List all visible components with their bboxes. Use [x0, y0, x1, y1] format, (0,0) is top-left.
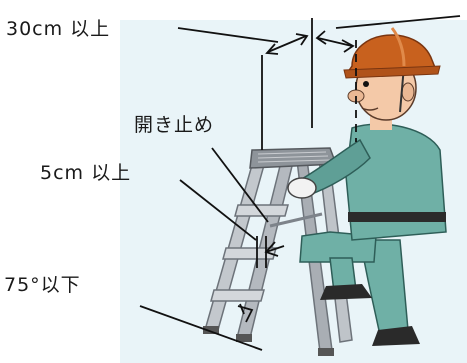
angle-leader	[139, 305, 263, 351]
worker-glove	[287, 177, 317, 199]
worker-belt	[348, 212, 446, 222]
worker-boot-back	[372, 326, 420, 346]
clearance-arrow-left	[267, 35, 307, 53]
clearance-arrow-right	[317, 37, 353, 47]
ladder-spreader-bar	[269, 212, 323, 228]
clearance-top-right	[335, 15, 461, 29]
overlap-arrow	[265, 245, 285, 253]
worker-ear	[401, 82, 415, 102]
ladder-step-3	[210, 289, 265, 302]
annotations	[139, 15, 461, 351]
angle-marker-2	[239, 303, 245, 315]
overlap-arrowhead	[264, 241, 279, 257]
spreader-leader	[211, 147, 269, 223]
hard-hat-ridge	[390, 27, 406, 67]
ladder-step-1	[234, 204, 289, 217]
angle-marker	[237, 305, 254, 323]
hard-hat	[346, 34, 438, 73]
worker-mouth	[361, 107, 379, 111]
ladder-step-2	[222, 247, 277, 260]
ladder-foot-1	[203, 326, 219, 334]
clearance-leader	[177, 27, 279, 43]
worker-eye	[363, 81, 369, 87]
arrowhead-3	[315, 30, 327, 45]
arrowhead-4	[341, 39, 355, 53]
worker-boot-front	[320, 284, 372, 300]
arrowhead-1	[265, 43, 279, 55]
platform-grip	[257, 151, 331, 163]
arrowhead-2	[295, 33, 309, 46]
spreader-label: 開き止め	[134, 114, 215, 136]
overlap-label: 5cm 以上	[40, 162, 132, 184]
worker-torso	[345, 123, 447, 241]
ladder-foot-3	[318, 348, 334, 356]
ladder-foot-2	[236, 334, 252, 342]
hard-hat-brim	[343, 65, 441, 79]
overlap-leader	[179, 179, 257, 241]
angle-label: 75°以下	[4, 274, 81, 296]
clearance-label: 30cm 以上	[6, 18, 111, 40]
worker-figure	[287, 27, 447, 346]
